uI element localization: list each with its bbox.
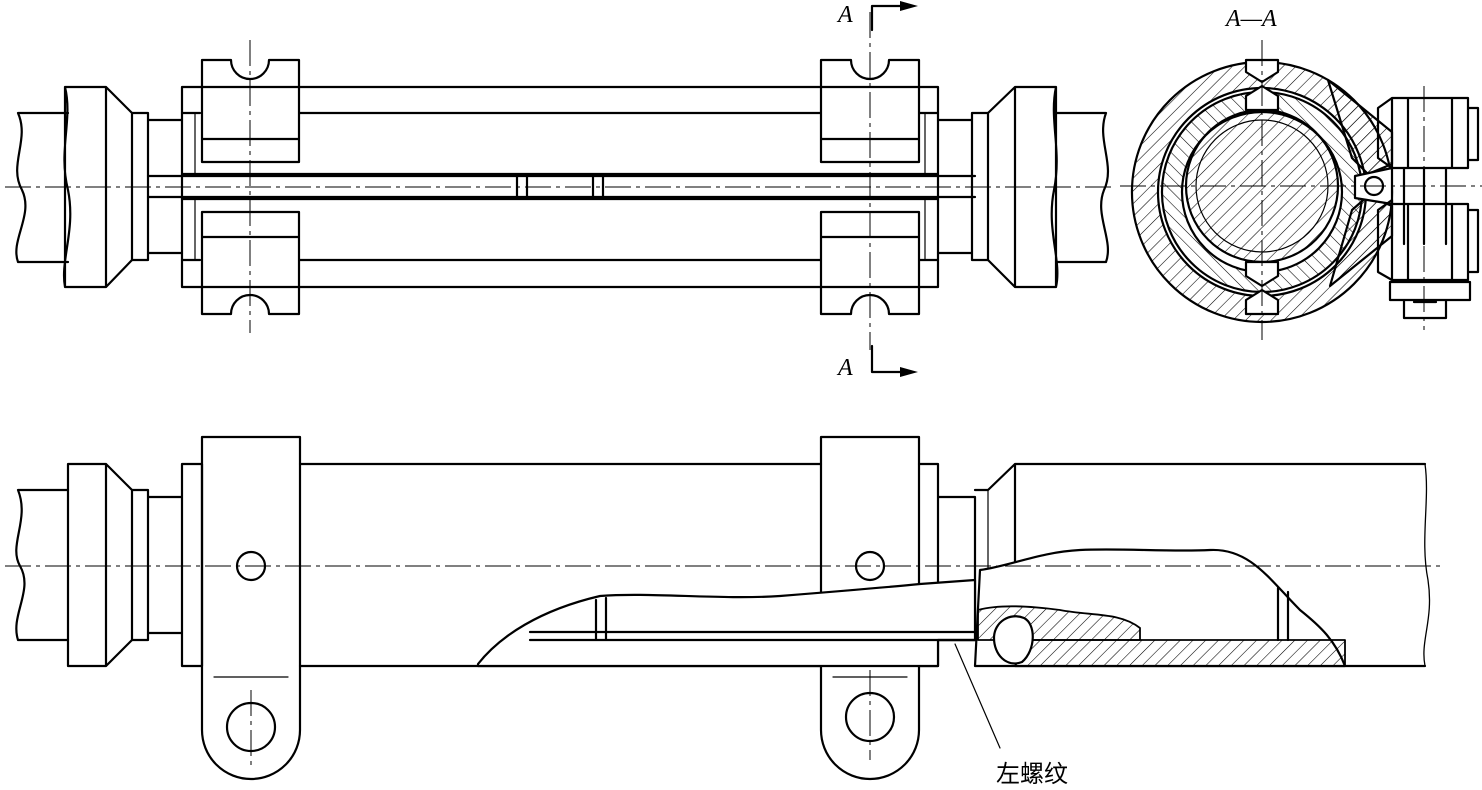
- bottom-left-nut: [66, 462, 134, 668]
- section-view-title: A—A: [1224, 6, 1277, 32]
- washer-and-pin: [1388, 280, 1472, 320]
- top-frame-outer: [180, 85, 940, 289]
- bolt-head: [1376, 96, 1480, 170]
- bolt-nut: [1376, 198, 1480, 282]
- bottom-body: [298, 462, 977, 668]
- section-marker-top: A: [836, 1, 918, 32]
- section-a-a-view: A—A: [1120, 6, 1482, 340]
- top-center-rod: [146, 174, 977, 199]
- top-frame-inner-upper: [180, 111, 940, 176]
- bottom-right-ear: [819, 664, 921, 781]
- top-left-clamp-lower: [200, 210, 301, 316]
- top-frame-inner-lower: [180, 197, 940, 262]
- top-right-shaft: [1054, 111, 1110, 264]
- bottom-left-sleeve: [130, 462, 204, 668]
- bottom-right-ball: [992, 615, 1034, 665]
- bottom-left-clamp: [200, 435, 302, 781]
- top-view: [5, 12, 1115, 350]
- thread-note-leader: [954, 643, 1001, 749]
- top-left-shaft: [15, 111, 70, 264]
- bottom-view: 左螺纹: [5, 435, 1440, 788]
- section-marker-bottom: A: [836, 344, 918, 381]
- section-label-top: A: [836, 2, 853, 28]
- thread-note: 左螺纹: [996, 760, 1068, 788]
- section-label-bottom: A: [836, 355, 853, 381]
- bolt-shank: [1402, 166, 1448, 246]
- broken-out-region: [476, 578, 977, 668]
- bottom-left-shaft: [15, 488, 70, 642]
